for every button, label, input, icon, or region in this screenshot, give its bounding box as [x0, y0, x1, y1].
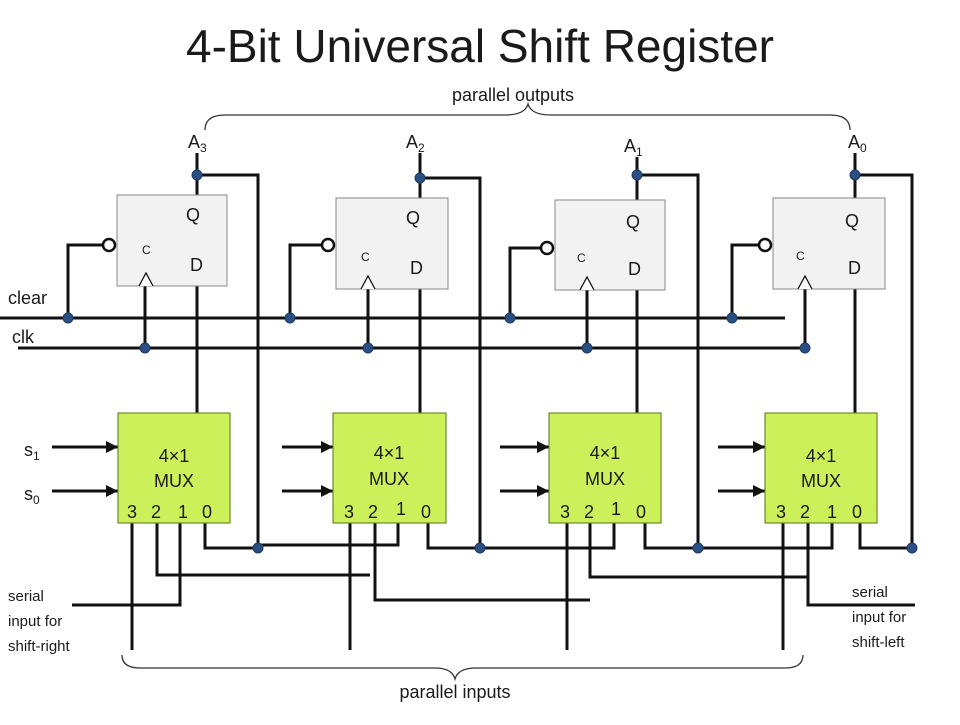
svg-text:1: 1 — [827, 502, 837, 522]
svg-text:4×1: 4×1 — [159, 446, 190, 466]
svg-text:0: 0 — [202, 502, 212, 522]
clear-bubble-a1 — [539, 240, 555, 256]
svg-text:MUX: MUX — [801, 471, 841, 491]
mux-2: 4×1 MUX 3 2 1 0 — [332, 412, 447, 524]
mux-1: 4×1 MUX 3 2 1 0 — [117, 412, 231, 524]
parallel-inputs-label: parallel inputs — [399, 682, 510, 702]
select-label-s0: s0 — [24, 484, 40, 507]
output-label-a3: A3 — [188, 132, 207, 155]
svg-text:D: D — [190, 255, 203, 275]
serial-right-label-2: input for — [8, 613, 62, 630]
mux-3: 4×1 MUX 3 2 1 0 — [548, 412, 662, 524]
svg-text:2: 2 — [584, 502, 594, 522]
svg-text:D: D — [628, 259, 641, 279]
flipflop-a2: Q C D — [320, 197, 449, 290]
svg-text:D: D — [410, 258, 423, 278]
clear-bubble-a3 — [101, 237, 117, 253]
output-label-a2: A2 — [406, 132, 425, 155]
svg-text:1: 1 — [611, 499, 621, 519]
svg-text:3: 3 — [344, 502, 354, 522]
svg-text:D: D — [848, 258, 861, 278]
svg-text:4×1: 4×1 — [590, 443, 621, 463]
output-label-a1: A1 — [624, 136, 643, 159]
svg-text:0: 0 — [636, 502, 646, 522]
svg-text:1: 1 — [178, 502, 188, 522]
svg-text:3: 3 — [127, 502, 137, 522]
svg-text:C: C — [577, 251, 586, 265]
svg-text:0: 0 — [852, 502, 862, 522]
svg-text:Q: Q — [406, 208, 420, 228]
svg-text:Q: Q — [186, 205, 200, 225]
flipflop-a1: Q C D — [539, 199, 666, 291]
svg-text:3: 3 — [776, 502, 786, 522]
serial-left-label-3: shift-left — [852, 634, 905, 651]
mux-4: 4×1 MUX 3 2 1 0 — [764, 412, 878, 524]
svg-text:2: 2 — [151, 502, 161, 522]
svg-text:C: C — [796, 249, 805, 263]
svg-text:3: 3 — [560, 502, 570, 522]
svg-text:MUX: MUX — [585, 469, 625, 489]
flipflop-a0: Q C D — [757, 197, 886, 290]
inputs-brace — [121, 654, 804, 682]
clear-bubble-a2 — [320, 237, 336, 253]
svg-text:Q: Q — [626, 212, 640, 232]
serial-right-label-1: serial — [8, 588, 44, 605]
outputs-brace — [204, 101, 851, 131]
clear-label: clear — [8, 288, 47, 308]
svg-text:MUX: MUX — [154, 471, 194, 491]
svg-text:4×1: 4×1 — [806, 446, 837, 466]
svg-text:0: 0 — [421, 502, 431, 522]
svg-text:MUX: MUX — [369, 469, 409, 489]
parallel-outputs-label: parallel outputs — [452, 85, 574, 105]
svg-text:Q: Q — [845, 211, 859, 231]
serial-right-label-3: shift-right — [8, 638, 71, 655]
serial-left-label-2: input for — [852, 609, 906, 626]
svg-text:C: C — [142, 243, 151, 257]
serial-left-label-1: serial — [852, 584, 888, 601]
clk-label: clk — [12, 327, 35, 347]
clear-bubble-a0 — [757, 237, 773, 253]
junction-dots — [62, 169, 918, 554]
svg-text:1: 1 — [396, 499, 406, 519]
svg-text:4×1: 4×1 — [374, 443, 405, 463]
output-label-a0: A0 — [848, 132, 867, 155]
svg-text:C: C — [361, 250, 370, 264]
page-title: 4-Bit Universal Shift Register — [186, 20, 774, 72]
svg-text:2: 2 — [800, 502, 810, 522]
svg-text:2: 2 — [368, 502, 378, 522]
select-label-s1: s1 — [24, 440, 40, 463]
flipflop-a3: Q C D — [101, 194, 228, 287]
select-arrows — [106, 441, 765, 497]
